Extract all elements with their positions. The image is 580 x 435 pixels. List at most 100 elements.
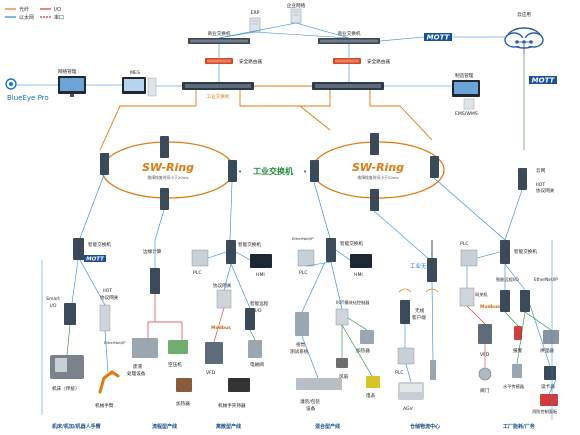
plc-2-device <box>297 249 315 267</box>
iiot-gateway-label-1: IIOT <box>103 288 112 294</box>
smart-switch-4 <box>500 240 510 264</box>
caption-factory-energy: 工厂能耗/厂务 <box>503 423 536 430</box>
valve-icon <box>478 367 492 381</box>
caption-discrete-line: 离散型产线 <box>216 423 241 430</box>
legend-fiber-label: 光纤 <box>19 6 29 13</box>
heater-label: 加热器 <box>176 400 190 407</box>
solenoid-label: 电磁阀 <box>250 361 264 368</box>
mott-badge-1: MOTT <box>84 255 106 263</box>
section-factory-energy: PLC 智能交换机 智能远程I/O EtherNet/IP 网关机 Modbus… <box>459 240 559 420</box>
legend-io-label: I/O <box>54 7 61 13</box>
smart-remote-io-label-1: 智能远程 <box>250 300 269 307</box>
caption-machine-tools: 机床/机加/机器人手臂 <box>51 423 101 430</box>
iiot-controller-device <box>335 308 349 326</box>
alarm-device <box>514 326 522 340</box>
plc-2-label: PLC <box>299 270 308 276</box>
security-router-right: 安全路由器 <box>333 58 390 65</box>
blueeye-pro-text: BlueEye Pro <box>7 94 49 102</box>
mott-badge-1-text: MOTT <box>86 257 105 263</box>
smart-switch-2-label: 智能交换机 <box>238 241 261 248</box>
level-sensor-label: 水平传感器 <box>503 383 525 390</box>
industrial-switch-bar-left <box>182 82 254 90</box>
cloud-icon: 云应用 <box>504 11 544 54</box>
iiot-gateway-device <box>99 304 111 332</box>
packaging-label-2: 设备 <box>306 405 316 412</box>
ethernet-ip-tag-1: EtherNet/IP <box>104 340 126 345</box>
security-router-right-label: 安全路由器 <box>367 58 390 65</box>
network-mgmt-monitor: 网络管理 <box>58 68 86 97</box>
meter-label: 电表 <box>366 392 376 399</box>
air-compressor-label: 空压机 <box>168 361 182 368</box>
heater-2-device <box>360 330 374 344</box>
iiot-controller-label: IIOT模块化控制器 <box>336 299 370 306</box>
modbus-tag-2: Modbus <box>480 304 500 310</box>
wastewater-label-1: 废液 <box>133 363 143 370</box>
fan-device <box>336 358 348 368</box>
section-process-line: 边缘计算 废液 处理设备 空压机 加热器 <box>127 240 192 407</box>
fire-panel-device <box>540 394 558 406</box>
network-mgmt-label: 网络管理 <box>58 68 77 75</box>
packaging-device <box>296 378 342 390</box>
enterprise-network-server: 企业网络 <box>287 2 306 24</box>
gripper-device <box>228 378 250 392</box>
packaging-label-1: 灌装/包装 <box>300 398 320 405</box>
manufacturing-mgmt-label: 制造管理 <box>455 72 474 79</box>
edge-compute-label: 边缘计算 <box>143 248 162 255</box>
security-router-left: 安全路由器 <box>205 58 262 65</box>
mes-monitor: MES <box>122 70 157 97</box>
ring-switches <box>100 133 527 211</box>
wireless-client-label-1: 无线 <box>415 307 425 314</box>
center-dot-left: • <box>238 168 242 176</box>
ring-switch-l3 <box>160 188 169 210</box>
mott-logo-right: MOTT <box>529 76 557 85</box>
protocol-gw-2-label: 网关机 <box>475 291 488 298</box>
wireless-client-label-2: 客户端 <box>412 314 426 321</box>
iiot-protocol-line1: IIOT <box>536 182 545 188</box>
ring-left-subtitle: 故障恢复时间小于20ms <box>148 175 189 180</box>
ems-wms-label: EMS/WMS <box>455 111 478 117</box>
smart-remote-io-2-device <box>500 290 510 312</box>
oven-device <box>543 330 559 344</box>
industrial-switch-bar-label: 工业交换机 <box>207 93 230 100</box>
protocol-gw-2-device <box>459 287 475 307</box>
mott-logo-right-text: MOTT <box>532 77 556 85</box>
wireless-industrial-label: 工业无线 <box>410 262 433 270</box>
ring-switch-l1 <box>100 153 109 175</box>
smart-switch-3-label: 智能交换机 <box>340 240 363 247</box>
protocol-gateway-label: 协议网关 <box>213 282 232 289</box>
smart-remote-io-device <box>245 308 255 330</box>
smart-switch-1-label: 智能交换机 <box>88 241 111 248</box>
plc-1-label: PLC <box>193 270 202 276</box>
ethernet-ip-tag-3: EtherNet/IP <box>534 277 558 282</box>
heater-2-label: 加热器 <box>356 347 370 354</box>
smart-io-label-2: I/O <box>50 303 57 309</box>
ring-right-subtitle: 故障恢复时间小于20ms <box>358 175 399 180</box>
card-reader-label: 读卡器 <box>541 383 555 390</box>
fire-panel-label: 消防控制面板 <box>532 408 558 415</box>
hmi-1-label: HMI <box>256 272 265 278</box>
solenoid-device <box>248 340 262 358</box>
ring-right-title: SW-Ring <box>352 161 404 174</box>
security-router-left-label: 安全路由器 <box>239 58 262 65</box>
manufacturing-mgmt-monitor: 制造管理 <box>452 72 480 97</box>
business-switch-right-label: 商业交换机 <box>338 30 361 37</box>
business-switch-right: 商业交换机 <box>318 30 380 44</box>
protocol-gateway-device <box>216 289 232 309</box>
section-mixed-line: EtherNet/IP 智能交换机 PLC HMI IIOT模块化控制器 视觉 … <box>290 236 380 412</box>
ems-wms-server: EMS/WMS <box>455 98 478 117</box>
hmi-2-device <box>350 254 372 268</box>
ring-switch-l2 <box>160 136 169 158</box>
card-reader-device <box>544 366 556 380</box>
hmi-2-label: HMI <box>354 272 363 278</box>
caption-warehouse: 仓储物流中心 <box>409 423 440 430</box>
cloud-net-label: 云网 <box>536 168 546 174</box>
vision-system-device <box>295 312 309 336</box>
center-dot-right: • <box>303 168 307 176</box>
cloud-label: 云应用 <box>517 11 531 18</box>
section-discrete-line: 智能交换机 PLC HMI 协议网关 Modbus 智能远程 I/O VFD 电… <box>191 240 272 409</box>
industrial-switch-bar-right <box>312 82 384 90</box>
vfd-1-label: VFD <box>206 370 216 376</box>
smart-remote-io-label-2: I/O <box>255 308 262 314</box>
robot-arm-icon <box>98 370 120 394</box>
iiot-protocol-line2: 协议网关 <box>536 187 555 194</box>
